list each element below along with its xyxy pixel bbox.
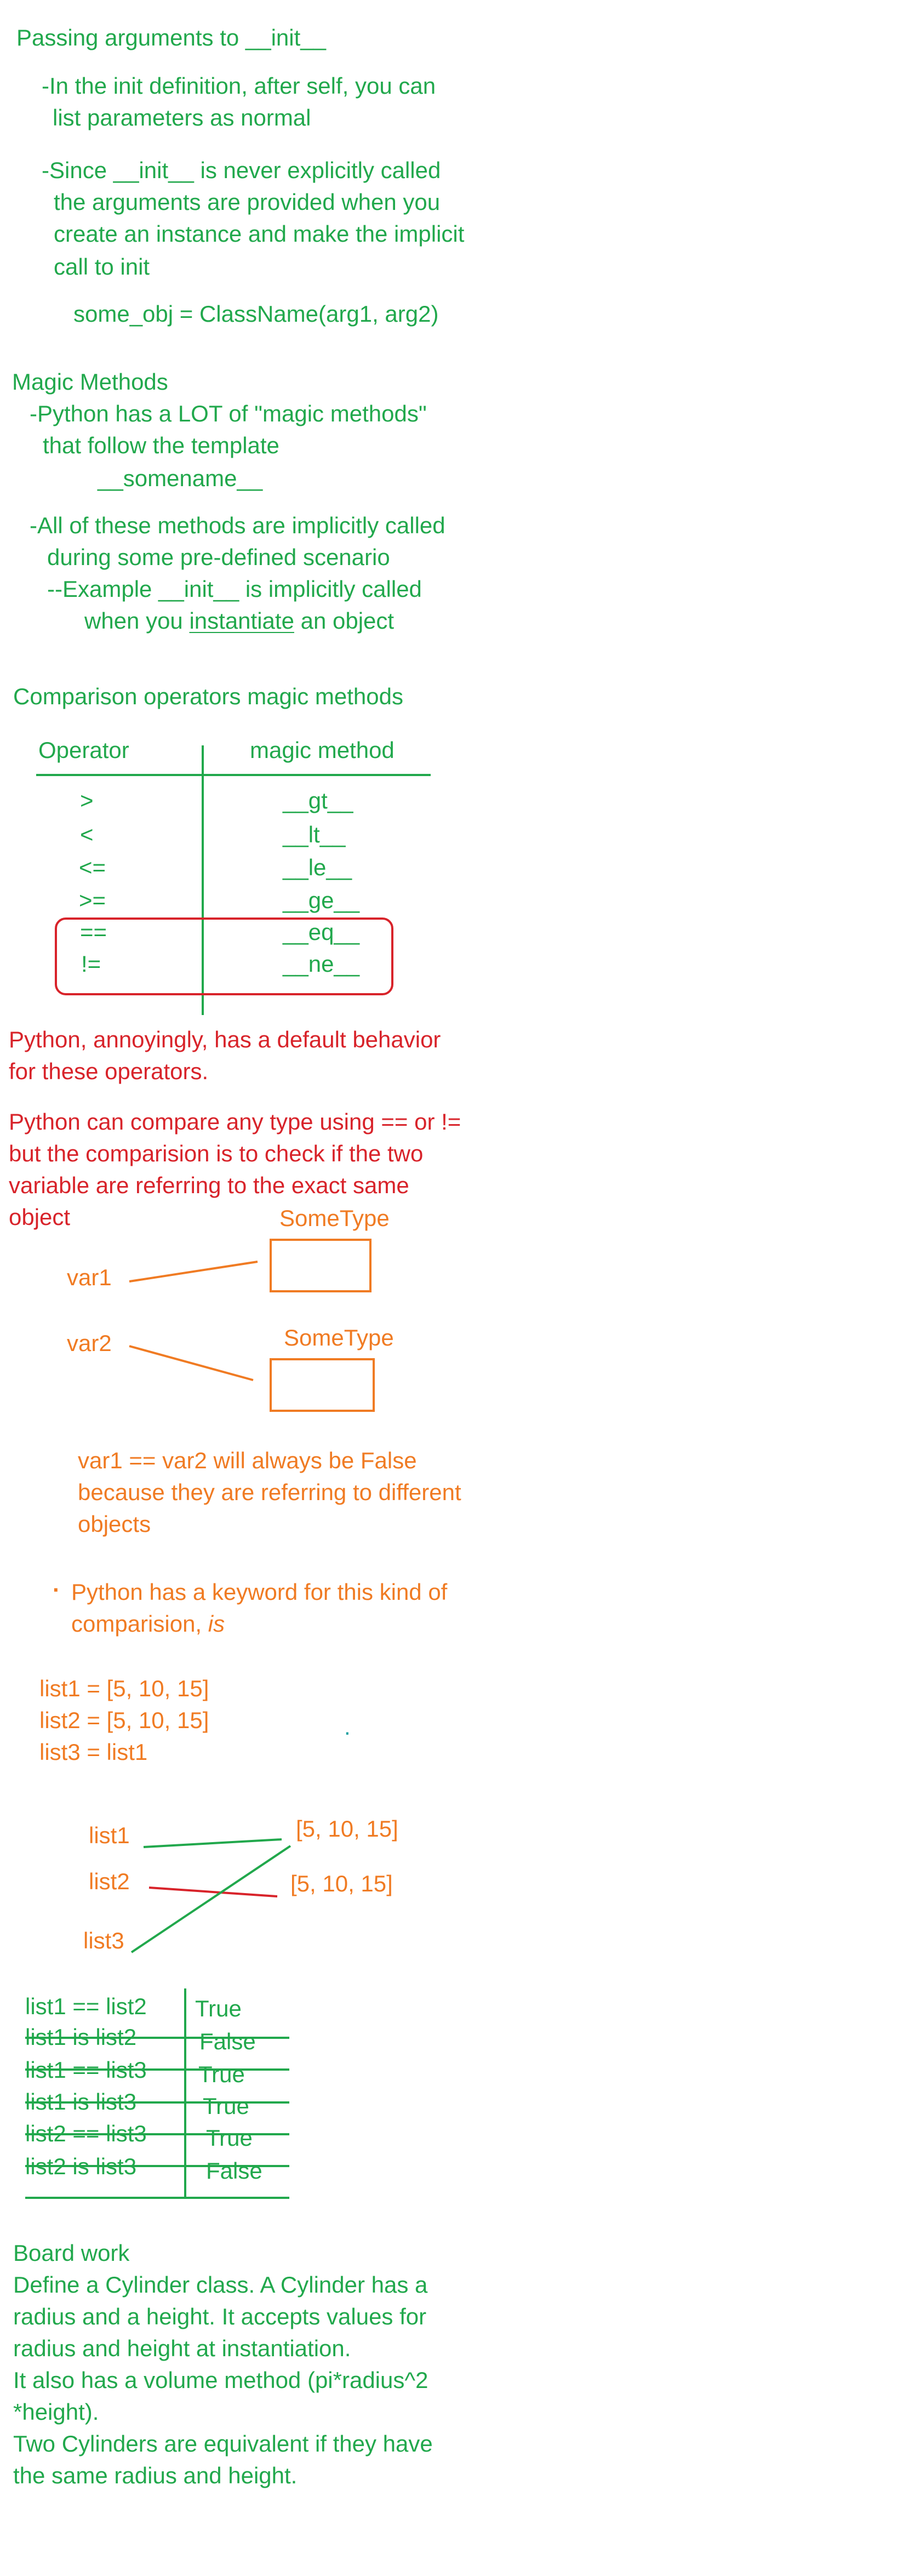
truth-expr-0: list1 == list2 — [25, 1993, 147, 2019]
init-point2-line4: call to init — [54, 254, 150, 280]
diagram-list1-label: list1 — [89, 1822, 130, 1848]
op-row-3: >= — [79, 887, 106, 913]
example-text-after: an object — [294, 608, 395, 634]
list3-reference-line — [130, 1845, 292, 1953]
truth-result-5: False — [206, 2158, 262, 2184]
op-row-0: > — [80, 788, 94, 813]
list-code-line1: list1 = [5, 10, 15] — [39, 1675, 209, 1701]
default-behavior-line6: object — [9, 1204, 71, 1230]
conclusion-line1: var1 == var2 will always be False — [78, 1447, 417, 1473]
keyword-line1: Python has a keyword for this kind of — [71, 1579, 448, 1605]
magic-example-line2: when you instantiate an object — [84, 609, 394, 632]
default-behavior-line3: Python can compare any type using == or … — [9, 1109, 461, 1135]
init-point1-line1: -In the init definition, after self, you… — [42, 73, 436, 99]
sometype-object-box-1 — [270, 1239, 372, 1292]
board-work-line7: the same radius and height. — [13, 2463, 298, 2488]
method-row-3: __ge__ — [283, 887, 360, 913]
board-work-line4: It also has a volume method (pi*radius^2 — [13, 2367, 428, 2393]
init-section-title: Passing arguments to __init__ — [16, 25, 327, 50]
col-header-method: magic method — [250, 737, 395, 763]
board-work-line6: Two Cylinders are equivalent if they hav… — [13, 2431, 433, 2457]
magic-point1-line1: -Python has a LOT of "magic methods" — [30, 401, 427, 426]
init-code-example: some_obj = ClassName(arg1, arg2) — [73, 301, 439, 327]
op-row-2: <= — [79, 854, 106, 880]
bullet-dot: · — [53, 1577, 60, 1603]
list-value-a: [5, 10, 15] — [296, 1816, 398, 1842]
instantiate-underlined: instantiate — [189, 608, 294, 634]
board-work-line1: Define a Cylinder class. A Cylinder has … — [13, 2272, 428, 2298]
op-row-1: < — [80, 822, 94, 847]
truth-result-2: True — [198, 2061, 245, 2087]
sometype-label-1: SomeType — [279, 1205, 390, 1231]
init-point2-line2: the arguments are provided when you — [54, 189, 441, 215]
method-row-2: __le__ — [283, 854, 352, 880]
truth-result-1: False — [199, 2028, 256, 2054]
truth-result-3: True — [203, 2093, 249, 2119]
var1-reference-arrow — [129, 1261, 258, 1283]
method-row-5: __ne__ — [283, 951, 360, 977]
magic-point2-line1: -All of these methods are implicitly cal… — [30, 512, 445, 538]
list2-reference-line — [148, 1887, 278, 1897]
comparison-section-title: Comparison operators magic methods — [13, 683, 403, 709]
keyword-line2: comparision, is — [71, 1612, 225, 1635]
var2-reference-arrow — [129, 1345, 254, 1381]
list-code-line3: list3 = list1 — [39, 1739, 148, 1765]
list1-reference-line — [143, 1838, 282, 1848]
diagram-list3-label: list3 — [83, 1928, 124, 1953]
default-behavior-line4: but the comparision is to check if the t… — [9, 1141, 424, 1166]
conclusion-line3: objects — [78, 1511, 151, 1537]
stray-dot: . — [344, 1714, 351, 1740]
op-row-5: != — [81, 951, 101, 977]
method-row-1: __lt__ — [283, 822, 346, 847]
eq-ne-highlight-box — [55, 917, 393, 995]
list-code-line2: list2 = [5, 10, 15] — [39, 1707, 209, 1733]
magic-example-line1: --Example __init__ is implicitly called — [47, 576, 422, 602]
board-work-line2: radius and a height. It accepts values f… — [13, 2304, 427, 2329]
var1-label: var1 — [67, 1264, 112, 1290]
truth-result-4: True — [206, 2125, 253, 2151]
sometype-object-box-2 — [270, 1358, 375, 1412]
board-work-line3: radius and height at instantiation. — [13, 2335, 351, 2361]
method-row-4: __eq__ — [283, 919, 360, 945]
var2-label: var2 — [67, 1330, 112, 1356]
conclusion-line2: because they are referring to different — [78, 1479, 461, 1505]
diagram-list2-label: list2 — [89, 1868, 130, 1894]
col-header-operator: Operator — [38, 737, 129, 763]
default-behavior-line2: for these operators. — [9, 1058, 209, 1084]
example-text-before: when you — [84, 608, 190, 634]
magic-point2-line2: during some pre-defined scenario — [47, 544, 390, 570]
magic-point1-line2: that follow the template — [43, 432, 279, 458]
board-work-title: Board work — [13, 2240, 130, 2266]
magic-point1-line3: __somename__ — [98, 465, 263, 491]
method-row-0: __gt__ — [283, 788, 353, 813]
is-keyword-italic: is — [208, 1611, 225, 1637]
list-value-b: [5, 10, 15] — [290, 1871, 393, 1896]
default-behavior-line5: variable are referring to the exact same — [9, 1172, 409, 1198]
magic-section-title: Magic Methods — [12, 369, 168, 395]
keyword-text-before: comparision, — [71, 1611, 208, 1637]
truth-result-0: True — [195, 1996, 242, 2021]
init-point1-line2: list parameters as normal — [53, 105, 311, 130]
board-work-line5: *height). — [13, 2399, 99, 2425]
default-behavior-line1: Python, annoyingly, has a default behavi… — [9, 1027, 441, 1052]
sometype-label-2: SomeType — [284, 1325, 394, 1350]
init-point2-line3: create an instance and make the implicit — [54, 221, 465, 247]
init-point2-line1: -Since __init__ is never explicitly call… — [42, 157, 441, 183]
op-row-4: == — [80, 919, 107, 945]
